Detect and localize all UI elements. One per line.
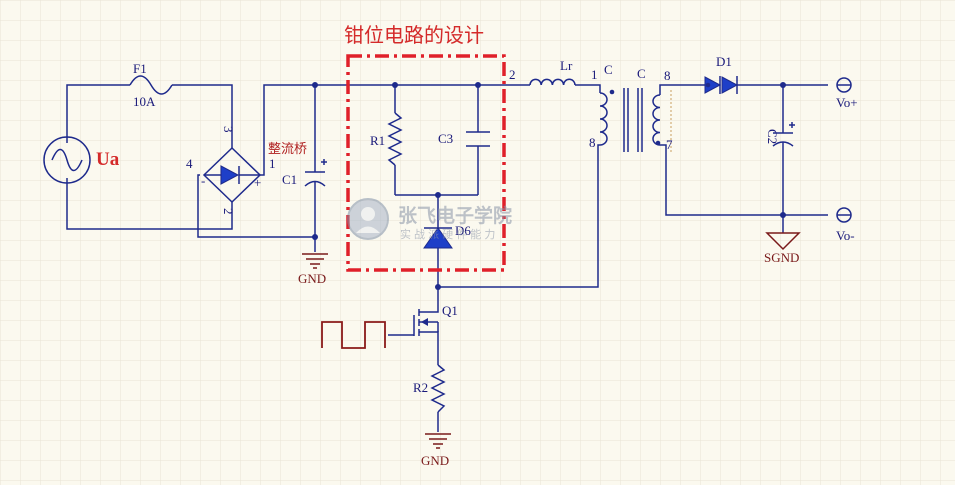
- watermark: 张飞电子学院 实 战 派 硬 件 能 力: [347, 198, 512, 241]
- wire-primary-bottom: [438, 144, 600, 288]
- c3-label: C3: [438, 131, 453, 146]
- watermark-slogan: 实 战 派 硬 件 能 力: [400, 227, 495, 241]
- sgnd-symbol: [765, 232, 801, 251]
- vo-minus-label: Vo-: [836, 228, 855, 243]
- wire-sec-top: [659, 84, 705, 95]
- transformer-pin-7: 7: [666, 137, 673, 152]
- wire-rect-plus: [260, 84, 508, 176]
- lr-pin-2: 2: [509, 67, 516, 82]
- d6-label: D6: [455, 223, 471, 238]
- rectifier-pin-4: 4: [186, 156, 193, 171]
- lr-pin-1: 1: [591, 67, 598, 82]
- wire-rect-minus: [197, 174, 315, 238]
- wire-source-bottom: [66, 178, 233, 230]
- r1-resistor: [387, 112, 403, 166]
- diagram-title: 钳位电路的设计: [344, 24, 484, 47]
- clamp-box: [346, 54, 506, 272]
- pwm-signal-icon: [321, 321, 386, 349]
- transformer-pin-8-secondary: 8: [664, 68, 671, 83]
- lr-label: Lr: [560, 58, 573, 73]
- bridge-rectifier: [202, 120, 262, 205]
- c3-capacitor: [466, 131, 490, 147]
- gnd-bottom-label: GND: [421, 453, 449, 468]
- rectifier-plus: +: [254, 175, 261, 190]
- wire-fuse-right: [172, 84, 233, 120]
- fuse-symbol: [129, 75, 173, 95]
- sgnd-label: SGND: [764, 250, 799, 265]
- gnd-bottom-symbol: [425, 433, 451, 449]
- wire-sec-bottom: [660, 144, 828, 216]
- rectifier-pin-1: 1: [269, 156, 276, 171]
- c2-capacitor: [772, 122, 795, 148]
- r2-label: R2: [413, 380, 428, 395]
- watermark-name: 张飞电子学院: [398, 204, 512, 227]
- q1-mosfet: [413, 305, 439, 336]
- rectifier-pin-2: 2: [221, 208, 236, 215]
- transformer-label-secondary: C: [637, 66, 646, 81]
- transformer-pin-8-primary: 8: [589, 135, 596, 150]
- q1-label: Q1: [442, 303, 458, 318]
- ac-source: [43, 136, 91, 184]
- d6-diode: [423, 227, 453, 249]
- lr-inductor: [529, 78, 576, 86]
- primary-winding: [599, 92, 608, 146]
- output-terminals: [836, 77, 852, 223]
- r2-resistor: [430, 364, 446, 413]
- wire-source-top: [66, 84, 130, 143]
- d1-diode: [704, 76, 742, 94]
- d1-label: D1: [716, 54, 732, 69]
- wire-lr-primary: [575, 84, 601, 93]
- transformer-label-primary: C: [604, 62, 613, 77]
- r1-label: R1: [370, 133, 385, 148]
- rectifier-label: 整流桥: [268, 141, 307, 156]
- c1-capacitor: [304, 159, 327, 188]
- wires: [66, 84, 828, 432]
- c1-label: C1: [282, 172, 297, 187]
- fuse-value: 10A: [133, 94, 156, 109]
- transformer: [599, 88, 672, 152]
- rectifier-minus: -: [201, 173, 205, 188]
- fuse-label: F1: [133, 61, 147, 76]
- q1-arrow: [421, 318, 428, 326]
- junctions: [312, 82, 786, 290]
- c2-label: C2: [765, 129, 780, 144]
- vo-plus-label: Vo+: [836, 95, 858, 110]
- source-label: Ua: [96, 149, 120, 170]
- gnd-left-symbol: [302, 253, 328, 269]
- rectifier-pin-3: 3: [221, 126, 236, 133]
- gnd-left-label: GND: [298, 271, 326, 286]
- secondary-winding: [652, 94, 661, 146]
